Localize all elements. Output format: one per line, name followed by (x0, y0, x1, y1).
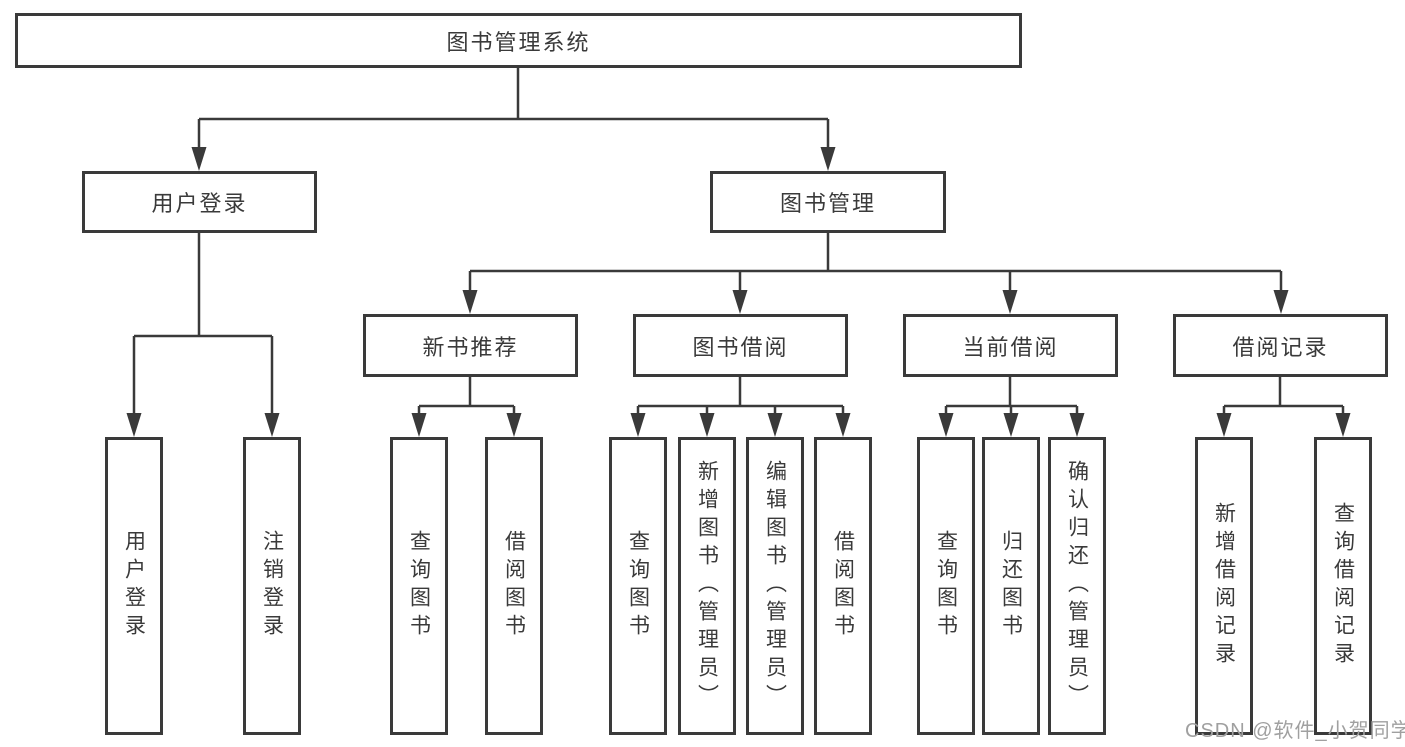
connector-lines (132, 68, 1345, 416)
arrow-icon (1003, 413, 1019, 437)
arrow-icon (835, 413, 851, 437)
arrow-icon (732, 290, 748, 314)
leaf-edit-book-admin: 编辑图书（管理员） (746, 437, 804, 735)
arrow-icon (1273, 290, 1289, 314)
arrow-icon (938, 413, 954, 437)
arrow-icon (264, 413, 280, 437)
node-root: 图书管理系统 (15, 13, 1022, 68)
leaf-query-books-borrow: 查询图书 (609, 437, 667, 735)
arrow-icon (411, 413, 427, 437)
watermark: CSDN @软件_小贺同学 (1185, 720, 1405, 742)
leaf-query-books-current: 查询图书 (917, 437, 975, 735)
arrow-icon (1216, 413, 1232, 437)
leaf-query-borrow-record: 查询借阅记录 (1314, 437, 1372, 735)
arrow-icon (820, 147, 836, 171)
leaf-return-book: 归还图书 (982, 437, 1040, 735)
leaf-add-book-admin: 新增图书（管理员） (678, 437, 736, 735)
leaf-user-login: 用户登录 (105, 437, 163, 735)
arrow-icon (699, 413, 715, 437)
node-borrow-records: 借阅记录 (1173, 314, 1388, 377)
leaf-add-borrow-record: 新增借阅记录 (1195, 437, 1253, 735)
arrow-icon (462, 290, 478, 314)
arrow-icon (506, 413, 522, 437)
arrowheads (126, 147, 1351, 437)
leaf-logout: 注销登录 (243, 437, 301, 735)
node-book-management: 图书管理 (710, 171, 946, 233)
node-book-borrow: 图书借阅 (633, 314, 848, 377)
node-new-book-recommend: 新书推荐 (363, 314, 578, 377)
node-current-borrow: 当前借阅 (903, 314, 1118, 377)
leaf-borrow-books-recommend: 借阅图书 (485, 437, 543, 735)
arrow-icon (1069, 413, 1085, 437)
leaf-query-books-recommend: 查询图书 (390, 437, 448, 735)
leaf-confirm-return-admin: 确认归还（管理员） (1048, 437, 1106, 735)
leaf-borrow-books: 借阅图书 (814, 437, 872, 735)
arrow-icon (767, 413, 783, 437)
arrow-icon (126, 413, 142, 437)
arrow-icon (191, 147, 207, 171)
arrow-icon (1335, 413, 1351, 437)
node-user-login: 用户登录 (82, 171, 317, 233)
arrow-icon (630, 413, 646, 437)
arrow-icon (1002, 290, 1018, 314)
